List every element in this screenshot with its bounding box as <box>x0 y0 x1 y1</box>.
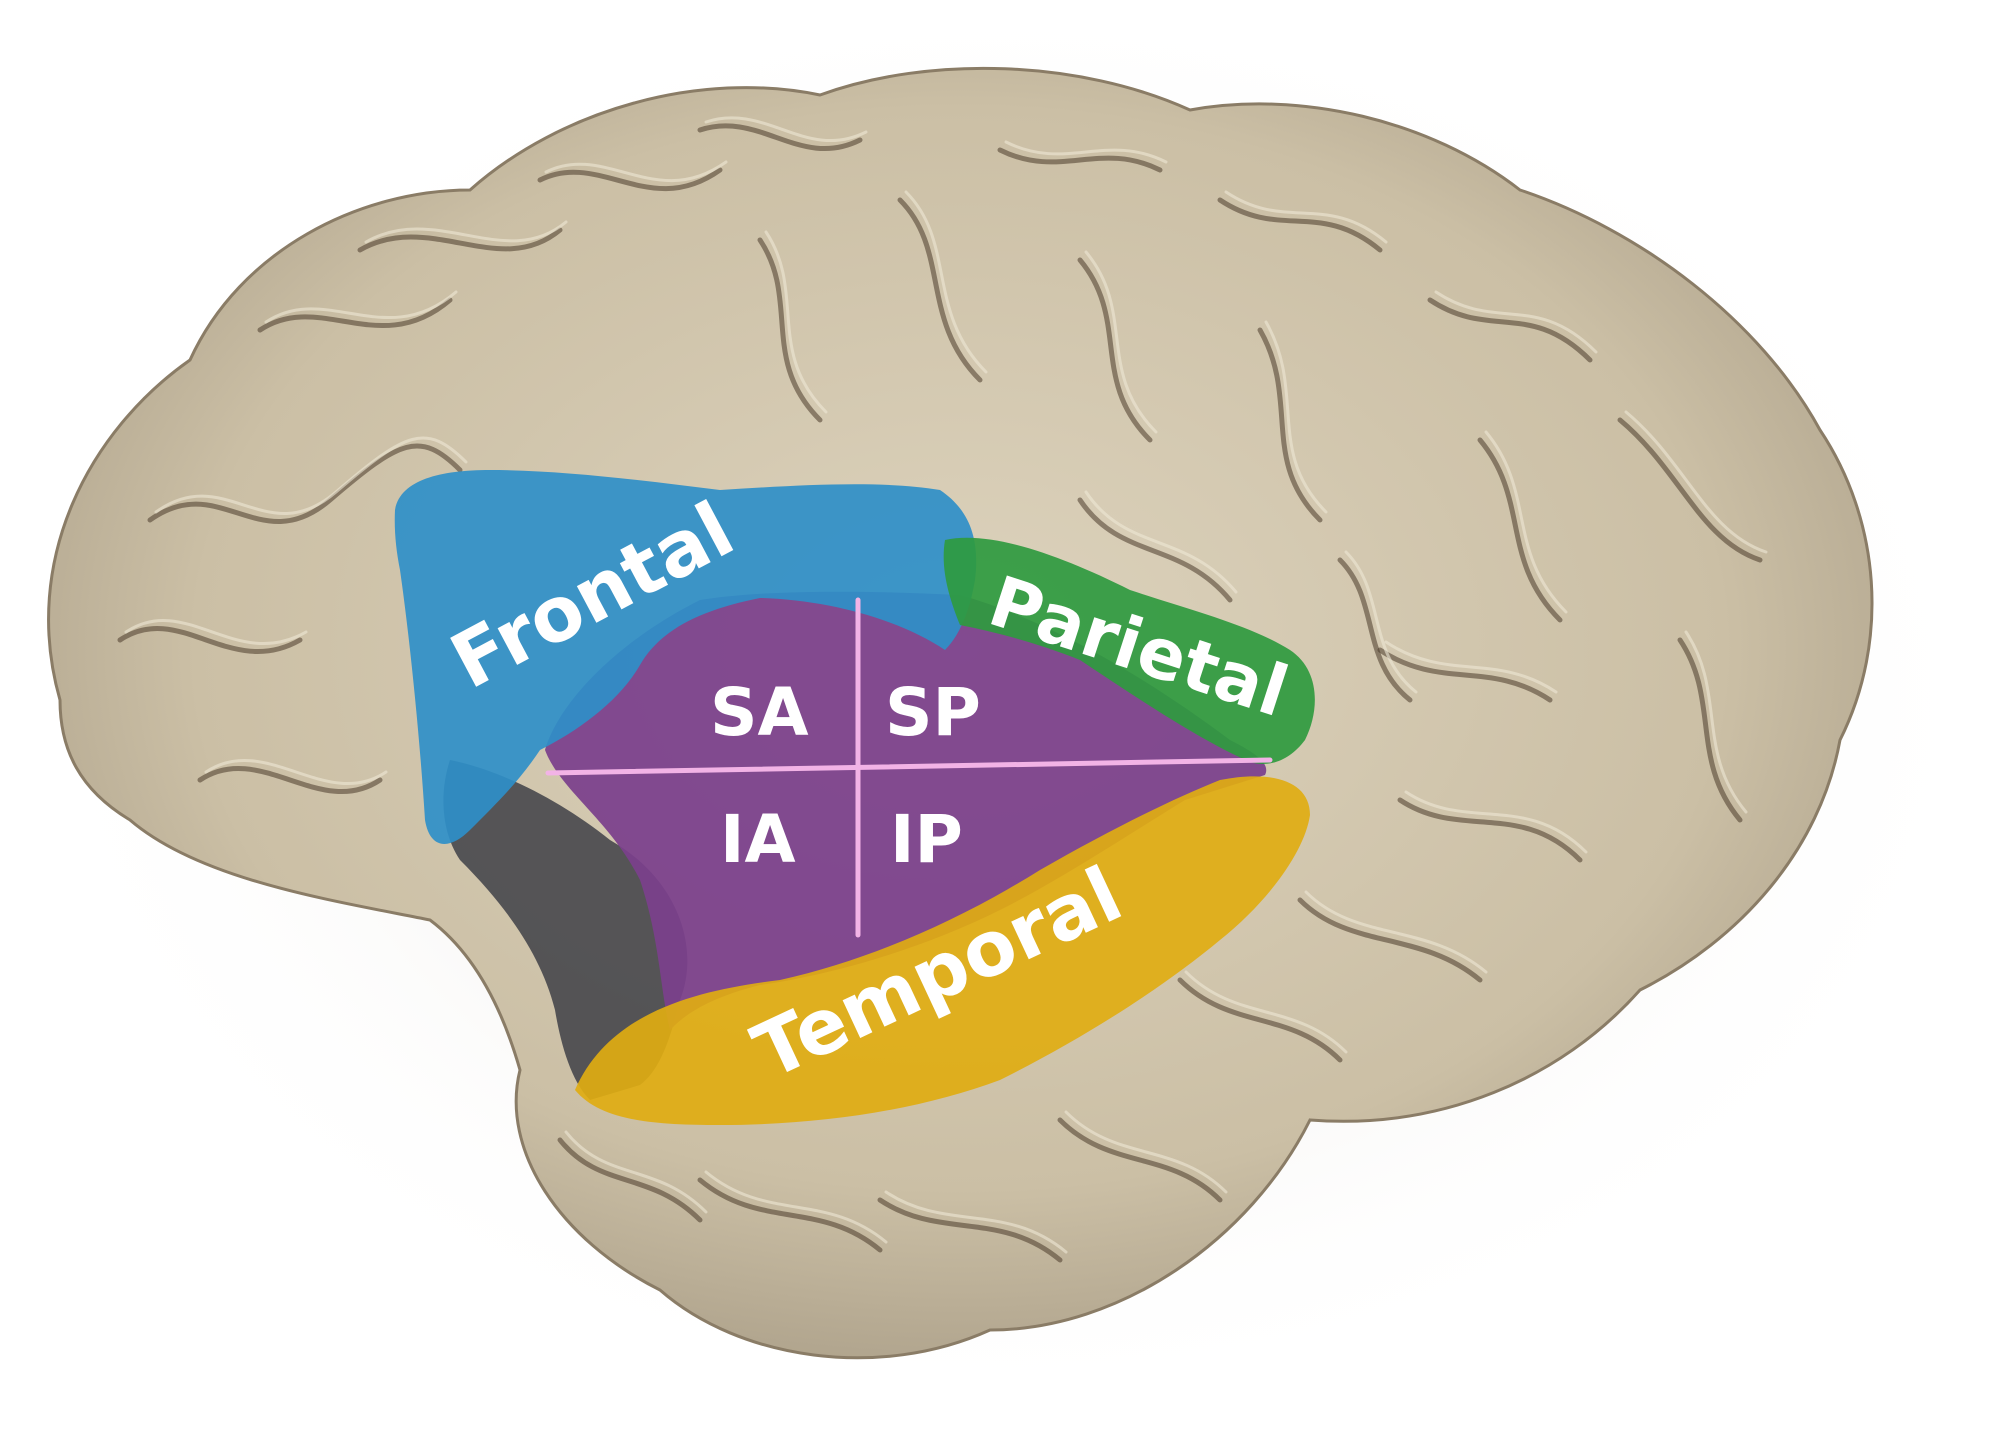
sulcus-line <box>1257 327 1323 523</box>
gyrus-highlight <box>1004 140 1168 164</box>
sulcus-line <box>197 766 383 794</box>
gyrus-highlight <box>1434 290 1598 354</box>
sulcus-line <box>1077 497 1233 603</box>
sulcus-line <box>1377 647 1553 703</box>
sulcus-line <box>1617 417 1763 563</box>
gyrus-highlight <box>1264 320 1328 514</box>
gyrus-highlight <box>1484 430 1568 614</box>
gyrus-highlight <box>1624 410 1768 554</box>
gyrus-highlight <box>884 1190 1068 1254</box>
gyrus-highlight <box>1084 490 1238 594</box>
gyrus-highlight <box>1384 640 1558 694</box>
sulcus-line <box>1337 557 1413 703</box>
sulcus-line <box>997 147 1163 173</box>
temporal-region <box>575 776 1310 1125</box>
sulcus-line <box>697 123 863 152</box>
gyrus-highlight <box>124 619 308 645</box>
sulcus-line <box>1397 797 1583 863</box>
sulcus-line <box>117 626 303 654</box>
quadrant-ip-label: IP <box>890 801 963 878</box>
sulcus-line <box>1427 297 1593 363</box>
sulcus-line <box>897 197 983 383</box>
quadrant-ia-label: IA <box>720 801 796 878</box>
sulcus-line <box>1297 897 1483 983</box>
sulcus-line <box>257 297 453 333</box>
gyrus-highlight <box>364 220 568 244</box>
quadrant-dividers <box>545 597 1273 938</box>
sulcus-line <box>757 237 823 423</box>
gyrus-highlight <box>904 190 988 374</box>
gyrus-highlight <box>204 759 388 785</box>
frontal-region <box>394 470 977 844</box>
gyrus-highlight <box>764 230 828 414</box>
gyrus-highlight <box>264 290 458 324</box>
gyrus-highlight <box>564 1130 708 1214</box>
sulcus-line <box>1217 197 1383 253</box>
gyrus-highlight <box>1064 1110 1228 1194</box>
quadrant-sa-label: SA <box>710 674 809 751</box>
gyrus-highlight <box>704 1170 888 1244</box>
gyrus-highlight <box>1184 970 1348 1054</box>
horizontal-divider <box>545 757 1273 776</box>
sulcus-line <box>1177 977 1343 1063</box>
gyrus-highlight <box>704 116 868 143</box>
parietal-region <box>943 537 1315 764</box>
gyrus-highlight <box>1304 890 1488 974</box>
gyrus-highlight <box>544 160 728 182</box>
sulcus-line <box>557 1137 703 1223</box>
insula-region <box>545 591 1267 1030</box>
sulcus-line <box>357 227 563 253</box>
sulcus-line <box>877 1197 1063 1263</box>
quadrant-sp-label: SP <box>885 674 981 751</box>
sulcus-line <box>697 1177 883 1253</box>
gyrus-highlight <box>1684 630 1748 814</box>
sulcus-line <box>1677 637 1743 823</box>
sulcus-line <box>1077 257 1153 443</box>
gyrus-highlight <box>1084 250 1158 434</box>
gyrus-highlight <box>1404 790 1588 854</box>
sulcus-line <box>147 443 463 524</box>
gyri-folds <box>117 116 1768 1263</box>
gyrus-highlight <box>154 436 468 515</box>
sulcus-line <box>537 167 723 191</box>
sulcus-line <box>1477 437 1563 623</box>
sulcus-line <box>1057 1117 1223 1203</box>
gyrus-highlight <box>1224 190 1388 244</box>
opercular-dark-region <box>443 760 688 1100</box>
gyrus-highlight <box>1344 550 1418 694</box>
